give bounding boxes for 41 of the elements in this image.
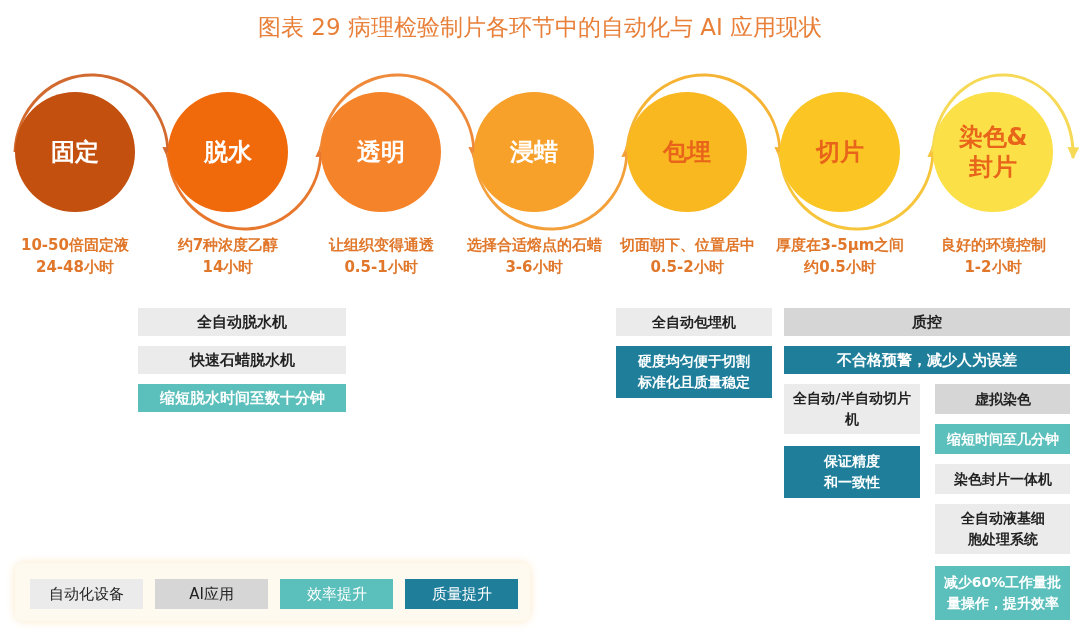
- step-description: 10-50倍固定液: [20, 236, 130, 255]
- chart-title: 图表 29 病理检验制片各环节中的自动化与 AI 应用现状: [257, 13, 823, 42]
- step-duration: 3-6小时: [504, 258, 564, 277]
- quality-tag: 保证精度和一致性: [784, 446, 920, 498]
- legend-chip: 自动化设备: [30, 579, 143, 609]
- step-circle: 浸蜡: [474, 92, 594, 212]
- curved-arrow: [931, 73, 1079, 160]
- efficiency-tag: 缩短时间至几分钟: [935, 424, 1070, 454]
- equipment-tag: 染色封片一体机: [935, 464, 1070, 494]
- step-duration: 24-48小时: [35, 258, 115, 277]
- ai-application-tag: 质控: [784, 308, 1070, 336]
- quality-tag: 硬度均匀便于切割标准化且质量稳定: [616, 346, 772, 398]
- efficiency-tag: 减少60%工作量批量操作，提升效率: [935, 566, 1070, 620]
- step-circle: 脱水: [168, 92, 288, 212]
- step-duration: 约0.5小时: [803, 258, 877, 277]
- equipment-tag: 全自动液基细胞处理系统: [935, 504, 1070, 554]
- step-circle: 固定: [15, 92, 135, 212]
- step-duration: 1-2小时: [963, 258, 1023, 277]
- step-description: 良好的环境控制: [939, 236, 1047, 255]
- step-description: 约7种浓度乙醇: [176, 236, 280, 255]
- legend-chip: 效率提升: [280, 579, 393, 609]
- step-description: 选择合适熔点的石蜡: [465, 236, 603, 255]
- equipment-tag: 全自动包埋机: [616, 308, 772, 336]
- step-circle: 切片: [780, 92, 900, 212]
- efficiency-tag: 缩短脱水时间至数十分钟: [138, 384, 346, 412]
- step-duration: 0.5-1小时: [343, 258, 419, 277]
- legend-chip: AI应用: [155, 579, 268, 609]
- step-description: 让组织变得通透: [327, 236, 435, 255]
- ai-application-tag: 虚拟染色: [935, 384, 1070, 414]
- step-duration: 0.5-2小时: [649, 258, 725, 277]
- step-circle: 包埋: [627, 92, 747, 212]
- legend-chip: 质量提升: [405, 579, 518, 609]
- quality-tag: 不合格预警，减少人为误差: [784, 346, 1070, 374]
- equipment-tag: 快速石蜡脱水机: [138, 346, 346, 374]
- step-circle: 透明: [321, 92, 441, 212]
- step-description: 厚度在3-5μm之间: [774, 236, 906, 255]
- equipment-tag: 全自动脱水机: [138, 308, 346, 336]
- step-duration: 14小时: [201, 258, 255, 277]
- step-circle: 染色&封片: [933, 92, 1053, 212]
- step-description: 切面朝下、位置居中: [618, 236, 756, 255]
- equipment-tag: 全自动/半自动切片机: [784, 384, 920, 434]
